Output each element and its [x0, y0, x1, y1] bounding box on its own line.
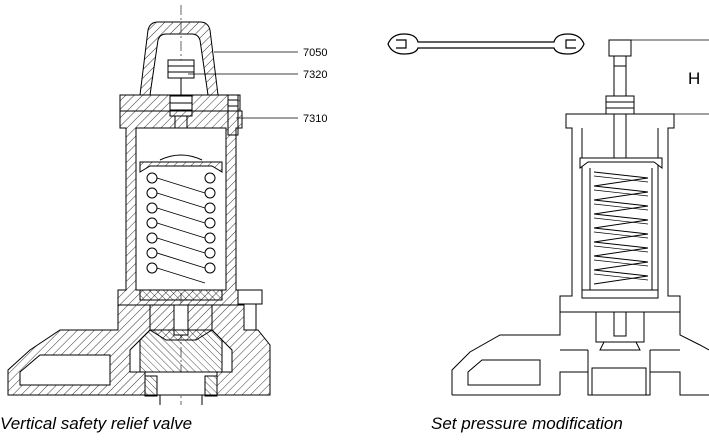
spring-wire: [156, 177, 206, 284]
part-number-7310: 7310: [303, 113, 327, 125]
upper-spring-plate: [139, 161, 223, 173]
caption-set-pressure-modification: Set pressure modification: [431, 414, 623, 433]
dimension-label-h: H: [688, 69, 700, 88]
spring: [593, 171, 649, 285]
valve-section-drawing: [7, 5, 271, 405]
part-number-7320: 7320: [303, 69, 327, 81]
inlet-nozzle: [139, 329, 223, 373]
part-number-7050: 7050: [303, 47, 327, 59]
leader-lines: [188, 51, 298, 119]
caption-vertical-safety-relief-valve: Vertical safety relief valve: [0, 414, 193, 433]
wrench: [387, 33, 585, 55]
bonnet-cap: [139, 21, 219, 96]
modified-valve-drawing: [451, 39, 709, 396]
lower-spring-plate: [139, 289, 223, 301]
